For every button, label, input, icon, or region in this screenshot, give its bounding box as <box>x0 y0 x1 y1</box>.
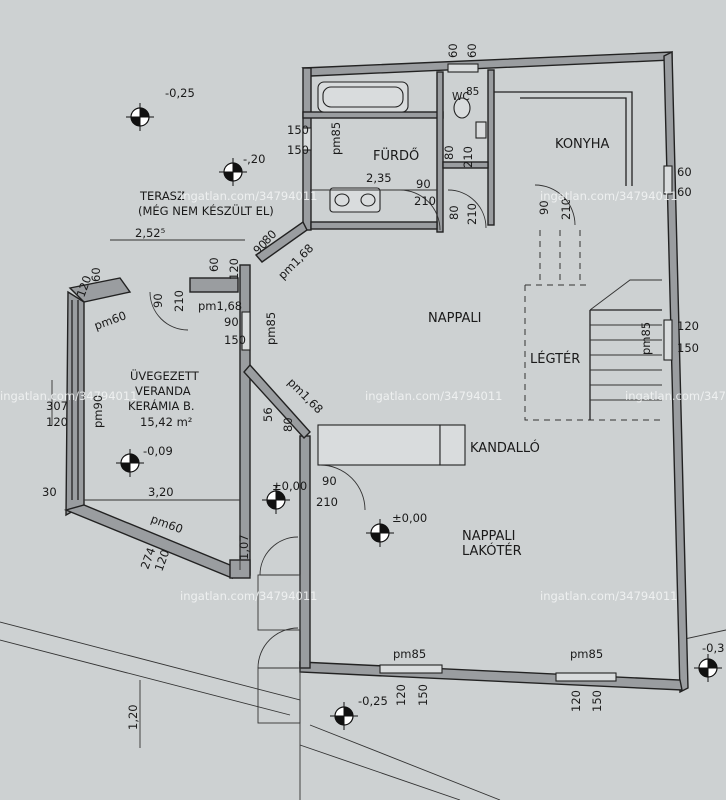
watermark: ingatlan.com/34794011 <box>180 589 318 603</box>
level-label: -0,09 <box>143 444 173 458</box>
dim-label: 2,52⁵ <box>135 226 166 240</box>
dim-label: 150 <box>287 123 309 137</box>
dim-label: 60 <box>207 257 221 272</box>
dim-label: 56 <box>261 407 275 422</box>
watermark: ingatlan.com/34794011 <box>540 189 678 203</box>
staircase <box>524 230 665 421</box>
level-marker-icon <box>219 158 247 186</box>
dim-label: 120 <box>569 690 583 712</box>
dim-label: pm85 <box>264 312 278 345</box>
level-markers <box>116 103 722 730</box>
dim-label: 210 <box>461 146 475 168</box>
dim-label: 150 <box>416 684 430 706</box>
level-label: -0,25 <box>165 86 195 100</box>
dim-label: 120 <box>677 319 699 333</box>
dim-label: 60 <box>89 267 103 282</box>
dim-label: 60 <box>677 165 692 179</box>
dim-label: 150 <box>590 690 604 712</box>
dim-label: pm90 <box>91 395 105 428</box>
dim-label: 120 <box>46 415 68 429</box>
dim-label: 307 <box>46 399 68 413</box>
room-label-terasz-2: (MÉG NEM KÉSZÜLT EL) <box>138 202 274 218</box>
dim-label: pm85 <box>639 322 653 355</box>
interior-walls <box>239 69 495 576</box>
dim-label: 210 <box>316 495 338 509</box>
room-label-veranda-3: KERÁMIA B. <box>128 398 195 413</box>
room-label-konyha: KONYHA <box>555 137 609 152</box>
room-label-nappali-lakoter-2: LAKÓTÉR <box>462 543 522 559</box>
room-label-nappali-lakoter-1: NAPPALI <box>462 529 515 544</box>
room-label-furdo: FÜRDŐ <box>373 147 419 164</box>
dim-label: 80 <box>281 417 295 432</box>
dim-label: 90 <box>322 474 337 488</box>
window-markers <box>241 63 673 682</box>
dim-label: 90 <box>537 200 551 215</box>
room-label-veranda-2: VERANDA <box>135 384 191 398</box>
level-label: ±0,00 <box>392 511 427 525</box>
dim-label: 90 <box>416 177 431 191</box>
room-label-legter: LÉGTÉR <box>530 351 580 367</box>
level-marker-icon <box>262 486 290 514</box>
level-marker-icon <box>116 449 144 477</box>
dim-label: 210 <box>414 194 436 208</box>
level-marker-icon <box>366 519 394 547</box>
watermark: ingatlan.com/34794011 <box>625 389 726 403</box>
dim-label: 3,20 <box>148 485 174 499</box>
dim-label: 120 <box>394 684 408 706</box>
dim-label: 2,35 <box>366 171 392 185</box>
room-label-wc: WC <box>452 91 470 103</box>
level-marker-icon <box>330 702 358 730</box>
dim-label: 30 <box>42 485 57 499</box>
dim-label: 90 <box>151 293 165 308</box>
wc-bowl <box>453 97 471 119</box>
dim-label: 60 <box>446 43 460 58</box>
level-label: ±0,00 <box>272 479 307 493</box>
dim-label: 80 <box>447 205 461 220</box>
room-label-veranda-1: ÜVEGEZETT <box>130 367 200 383</box>
dim-label: pm85 <box>329 122 343 155</box>
watermark: ingatlan.com/34794011 <box>540 589 678 603</box>
level-label: -0,25 <box>358 694 388 708</box>
watermark: ingatlan.com/34794011 <box>180 189 318 203</box>
level-marker-icon <box>694 654 722 682</box>
room-label-terasz-1: TERASZ <box>139 189 185 203</box>
door-swings <box>149 184 576 724</box>
dim-label: pm1,68 <box>198 299 242 313</box>
dim-label: pm85 <box>570 647 603 661</box>
dim-label: 1,20 <box>126 704 140 730</box>
dim-label: 210 <box>559 198 573 220</box>
dim-label: 120 <box>227 258 241 280</box>
dim-label: 90 <box>224 315 239 329</box>
dim-label: 210 <box>465 203 479 225</box>
level-marker-icon <box>126 103 154 131</box>
dim-label: 80 <box>442 145 456 160</box>
dim-label: 60 <box>465 43 479 58</box>
level-label: -,20 <box>243 152 265 166</box>
kitchen-counter <box>494 91 633 186</box>
watermark: ingatlan.com/34794011 <box>0 389 138 403</box>
dim-label: 210 <box>172 290 186 312</box>
room-label-kandallo: KANDALLÓ <box>470 440 540 456</box>
dim-label: 1,07 <box>237 534 251 560</box>
dim-label: 150 <box>224 333 246 347</box>
dim-label: 60 <box>677 185 692 199</box>
dim-label: 150 <box>287 143 309 157</box>
room-label-nappali: NAPPALI <box>428 311 481 326</box>
dim-label: 150 <box>677 341 699 355</box>
dim-label: 85 <box>466 86 479 98</box>
dim-label: pm85 <box>393 647 426 661</box>
dimension-lines <box>51 189 437 748</box>
room-label-veranda-area: 15,42 m² <box>140 415 192 429</box>
watermark: ingatlan.com/34794011 <box>365 389 503 403</box>
level-label: -0,3 <box>702 641 724 655</box>
bathroom-fixtures <box>317 81 487 213</box>
veranda-walls <box>63 277 251 580</box>
